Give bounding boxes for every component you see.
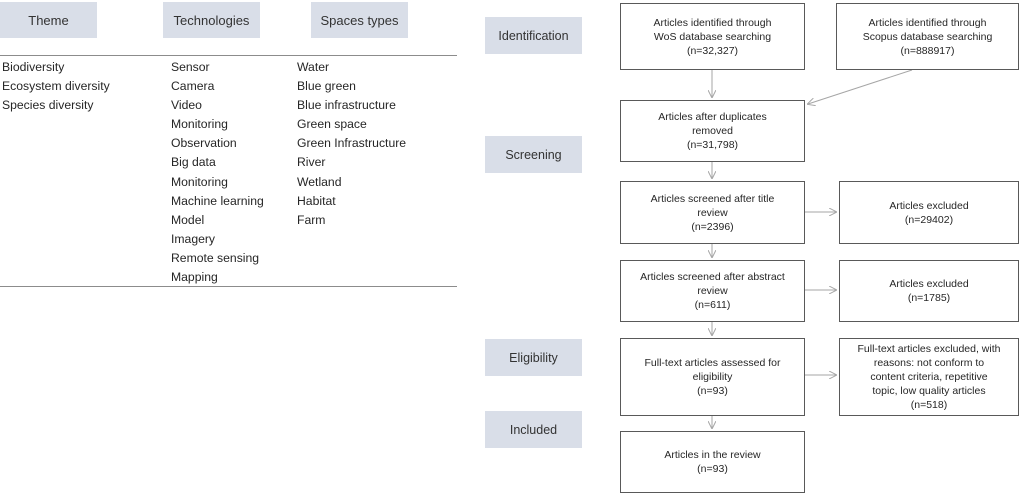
stage-identification: Identification [485,17,582,54]
box-text: WoS database searching [653,30,772,43]
box-text: review [697,206,728,219]
box-text: topic, low quality articles [872,385,986,397]
table-cell: Model [171,212,205,227]
box-text: removed [692,125,733,137]
box-fulltext-assessed: Full-text articles assessed for eligibil… [620,338,805,416]
box-included: Articles in the review (n=93) [620,431,805,493]
table-cell: Camera [171,79,215,94]
table-bottom-rule [0,286,457,287]
table-cell: Machine learning [171,193,264,208]
table-cell: Habitat [297,193,336,208]
box-after-duplicates: Articles after duplicates removed (n=31,… [620,100,805,162]
box-text: (n=29402) [904,213,954,226]
box-text: (n=93) [697,463,728,475]
box-abstract-excluded: Articles excluded (n=1785) [839,260,1019,322]
box-text: Full-text articles assessed for [644,357,781,369]
box-text: Scopus database searching [862,30,993,43]
box-text: review [697,285,728,297]
stage-screening: Screening [485,136,582,173]
table-cell: Monitoring [171,117,228,132]
table-cell: Monitoring [171,174,228,189]
box-wos-identified: Articles identified through WoS database… [620,3,805,70]
box-fulltext-excluded: Full-text articles excluded, with reason… [839,338,1019,416]
spaces-types-header: Spaces types [311,2,408,38]
box-abstract-screened: Articles screened after abstract review … [620,260,805,322]
table-cell: Farm [297,212,326,227]
table-cell: Sensor [171,60,210,74]
table-cell: River [297,155,326,170]
table-cell: Wetland [297,174,342,189]
table-cell: Observation [171,136,237,151]
box-text: Articles screened after title [650,192,775,205]
box-title-excluded: Articles excluded (n=29402) [839,181,1019,244]
box-text: (n=2396) [691,220,734,233]
table-cell: Biodiversity [2,60,65,74]
theme-column: Biodiversity Ecosystem diversity Species… [2,58,110,115]
box-text: Articles excluded [889,199,969,212]
box-text: (n=518) [910,399,948,411]
technologies-column: Sensor Camera Video Monitoring Observati… [171,58,264,287]
box-text: Articles after duplicates [658,111,767,123]
box-text: (n=31,798) [686,139,739,151]
box-text: (n=93) [697,385,728,397]
box-text: (n=32,327) [686,44,739,57]
box-title-screened: Articles screened after title review (n=… [620,181,805,244]
table-cell: Green Infrastructure [297,136,407,151]
box-text: content criteria, repetitive [870,371,988,383]
stage-eligibility: Eligibility [485,339,582,376]
box-text: Articles identified through [868,16,987,29]
arrow-scopus-to-dedup [808,69,913,104]
table-cell: Blue green [297,79,356,94]
box-text: (n=611) [694,299,731,311]
table-cell: Imagery [171,231,216,246]
technologies-header: Technologies [163,2,260,38]
box-text: (n=888917) [900,44,955,57]
box-text: eligibility [692,371,733,383]
table-cell: Big data [171,155,216,170]
table-cell: Green space [297,117,367,132]
stage-included: Included [485,411,582,448]
table-top-rule [0,55,457,56]
box-text: Articles in the review [664,449,761,461]
box-text: Articles identified through [653,16,772,29]
table-cell: Blue infrastructure [297,98,396,113]
table-cell: Water [297,60,330,74]
theme-header: Theme [0,2,97,38]
table-cell: Ecosystem diversity [2,79,110,94]
table-cell: Video [171,98,202,113]
box-text: reasons: not conform to [873,357,985,369]
box-text: (n=1785) [907,292,951,304]
box-text: Full-text articles excluded, with [857,343,1001,355]
spaces-types-column: Water Blue green Blue infrastructure Gre… [297,58,406,230]
box-text: Articles excluded [889,278,969,290]
box-scopus-identified: Articles identified through Scopus datab… [836,3,1019,70]
table-cell: Mapping [171,270,218,285]
table-cell: Species diversity [2,98,94,113]
box-text: Articles screened after abstract [640,271,785,283]
table-cell: Remote sensing [171,250,260,265]
